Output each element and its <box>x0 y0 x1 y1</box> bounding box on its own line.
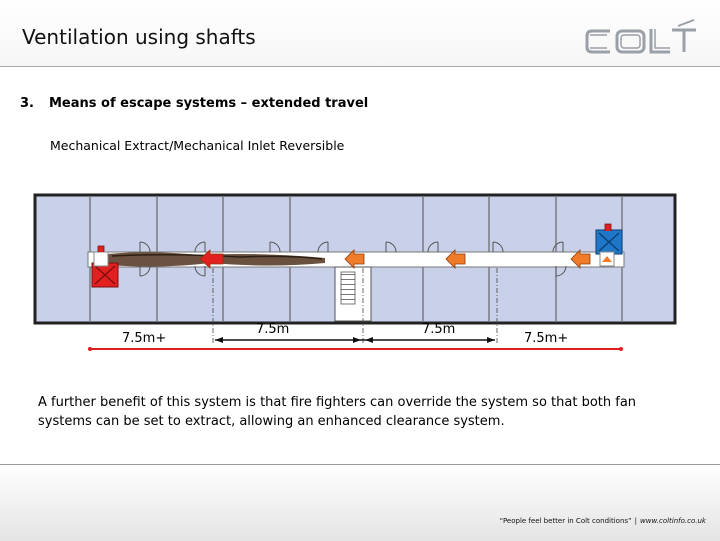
airflow-arrows <box>199 249 591 269</box>
colt-logo <box>585 19 696 54</box>
footer-website-link[interactable]: www.coltinfo.co.uk <box>640 517 706 525</box>
header-bar <box>0 0 720 67</box>
airflow-arrow-2 <box>445 249 466 269</box>
extent-lines <box>212 268 498 345</box>
footer-separator: | <box>634 517 638 525</box>
footer: “People feel better in Colt conditions”|… <box>500 517 706 525</box>
extract-shaft <box>91 245 119 288</box>
dimension-label-4: 7.5m+ <box>524 331 569 346</box>
section-number: 3. <box>20 96 34 111</box>
page-title: Ventilation using shafts <box>22 25 256 49</box>
inlet-shaft <box>595 223 623 267</box>
footer-slogan: “People feel better in Colt conditions” <box>499 517 632 525</box>
fire-arrow <box>199 249 224 269</box>
corridor-doors <box>139 241 567 277</box>
dimension-label-3: 7.5m <box>422 322 456 337</box>
dimension-label-1: 7.5m+ <box>122 331 167 346</box>
section-title: Means of escape systems – extended trave… <box>49 96 369 111</box>
system-subtitle: Mechanical Extract/Mechanical Inlet Reve… <box>50 138 345 153</box>
dimension-label-2: 7.5m <box>256 322 290 337</box>
footer-bar <box>0 464 720 541</box>
dimension-lines <box>88 337 623 351</box>
airflow-arrow-1 <box>344 249 365 269</box>
stair-core <box>334 266 372 322</box>
description-text: A further benefit of this system is that… <box>38 395 637 429</box>
corridor-diagram <box>33 193 677 351</box>
airflow-arrow-3 <box>570 249 591 269</box>
